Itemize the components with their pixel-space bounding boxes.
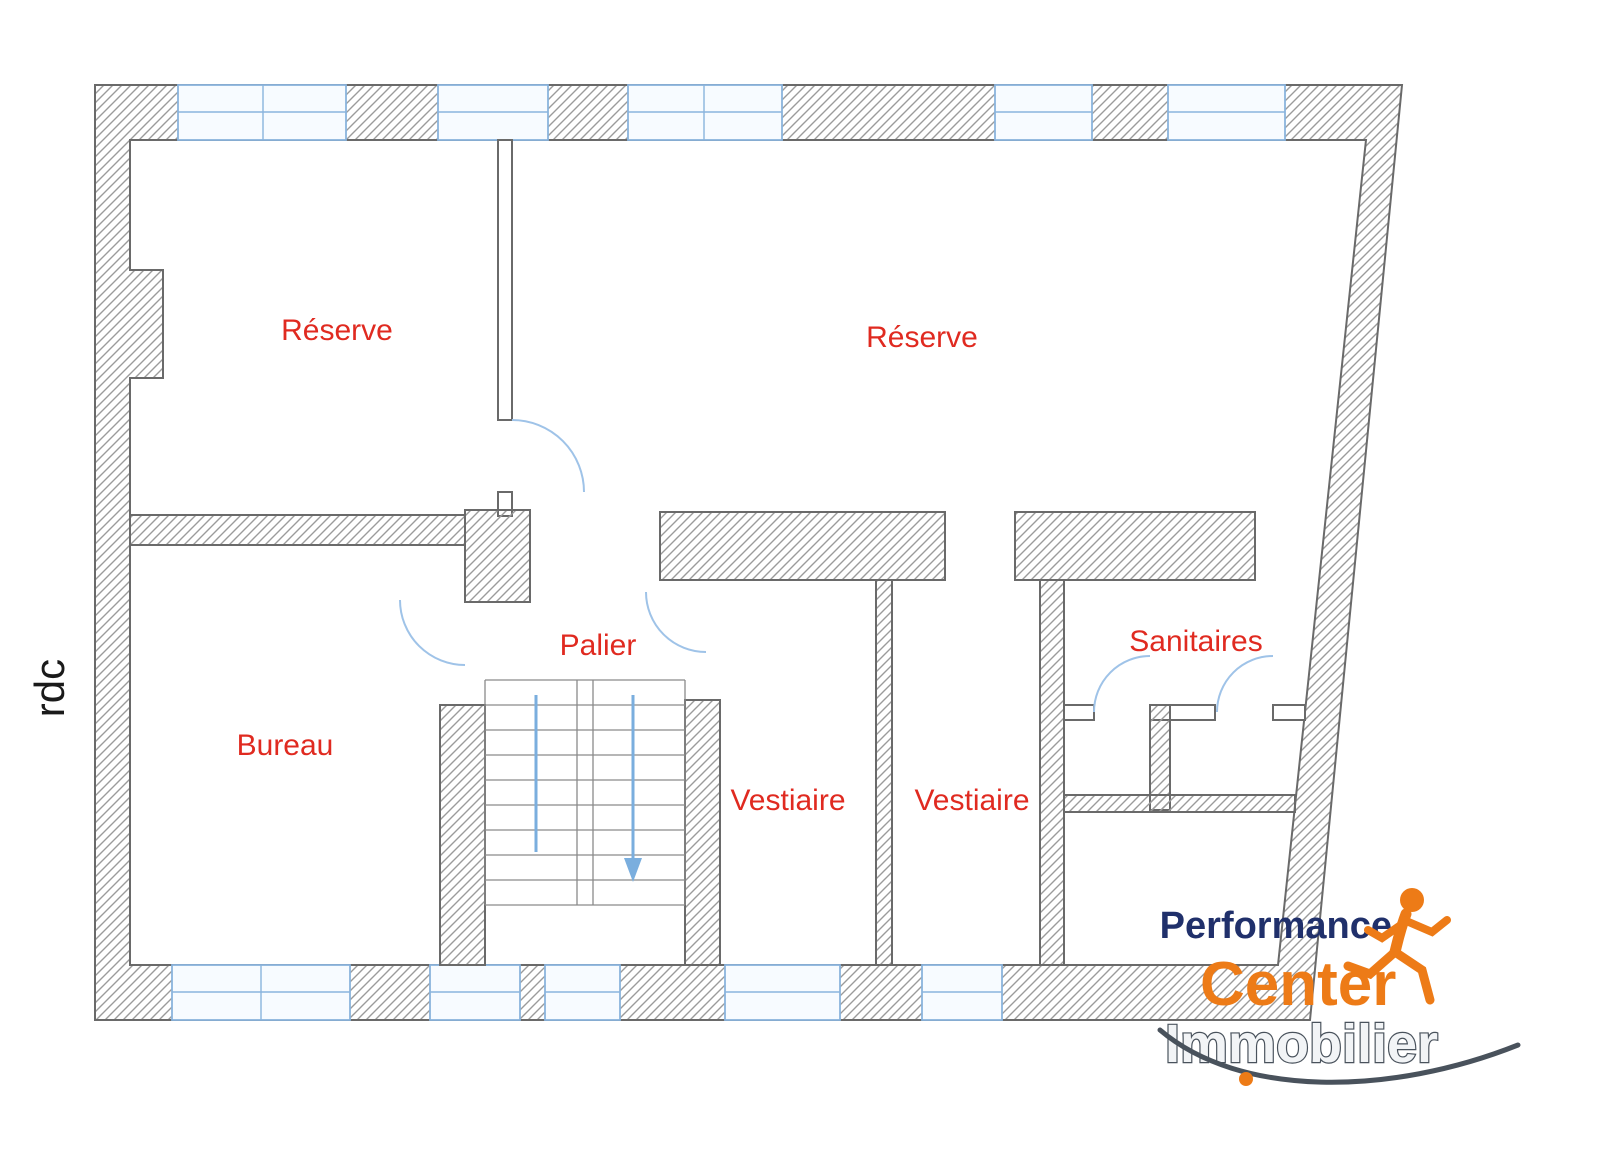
room-label-reserve-right: Réserve bbox=[866, 321, 978, 354]
outer-wall bbox=[94, 84, 1404, 1021]
logo-text-immobilier: Immobilier bbox=[1165, 1014, 1438, 1074]
runner-leg-back bbox=[1343, 947, 1400, 980]
wall-reserve-bureau bbox=[129, 514, 466, 546]
stair-treads bbox=[484, 679, 686, 906]
room-label-reserve-left: Réserve bbox=[281, 314, 393, 347]
window-mullions bbox=[178, 85, 346, 140]
floor-label: rdc bbox=[26, 659, 73, 717]
staircase bbox=[484, 679, 686, 906]
wall-block-right bbox=[1014, 511, 1256, 581]
room-label-vestiaire-right: Vestiaire bbox=[914, 784, 1029, 817]
interior-walls bbox=[129, 139, 1306, 966]
room-label-palier: Palier bbox=[560, 629, 637, 662]
room-labels: Réserve Réserve Palier Bureau Vestiaire … bbox=[237, 314, 1263, 817]
logo-text-performance: Performance bbox=[1160, 905, 1392, 947]
door-arc-sanitaires-2 bbox=[1216, 655, 1274, 713]
runner-arm-front bbox=[1400, 916, 1451, 937]
wall-sanitaires-left bbox=[1039, 579, 1065, 966]
wall-stairs-right bbox=[684, 699, 721, 966]
window-mullions bbox=[628, 85, 782, 140]
logo-text-center: Center bbox=[1200, 950, 1396, 1019]
wall-stairs-left bbox=[439, 704, 486, 966]
room-label-vestiaire-left: Vestiaire bbox=[730, 784, 845, 817]
doors bbox=[399, 419, 1274, 713]
wall-reserve-divider bbox=[497, 139, 513, 421]
runner-arm-back bbox=[1364, 918, 1409, 943]
door-arc-sanitaires-1 bbox=[1093, 655, 1151, 713]
room-label-sanitaires: Sanitaires bbox=[1129, 625, 1262, 658]
windows-bottom bbox=[171, 964, 1003, 1021]
runner-icon bbox=[1343, 888, 1451, 1005]
door-arc-reserve bbox=[511, 419, 585, 493]
wall-sanitaires-door-seg1 bbox=[1063, 704, 1095, 721]
wall-vestiaire-divider bbox=[875, 579, 893, 966]
wall-sanitaires-door-seg3 bbox=[1272, 704, 1306, 721]
stair-arrow-head bbox=[624, 858, 642, 882]
runner-head bbox=[1400, 888, 1424, 912]
logo-dot bbox=[1239, 1072, 1253, 1086]
windows-top bbox=[177, 84, 1286, 141]
wall-pillar-palier bbox=[464, 509, 531, 603]
room-label-bureau: Bureau bbox=[237, 729, 334, 762]
window-mullions bbox=[172, 965, 350, 1020]
door-arc-palier bbox=[645, 591, 707, 653]
runner-leg-front bbox=[1390, 947, 1435, 1005]
wall-sanitaires-stall-bottom bbox=[1063, 794, 1296, 813]
logo-swoosh bbox=[1157, 1027, 1521, 1085]
door-arc-bureau bbox=[399, 599, 466, 666]
wall-block-left bbox=[659, 511, 946, 581]
logo: Performance Center Immobilier bbox=[1157, 888, 1521, 1086]
